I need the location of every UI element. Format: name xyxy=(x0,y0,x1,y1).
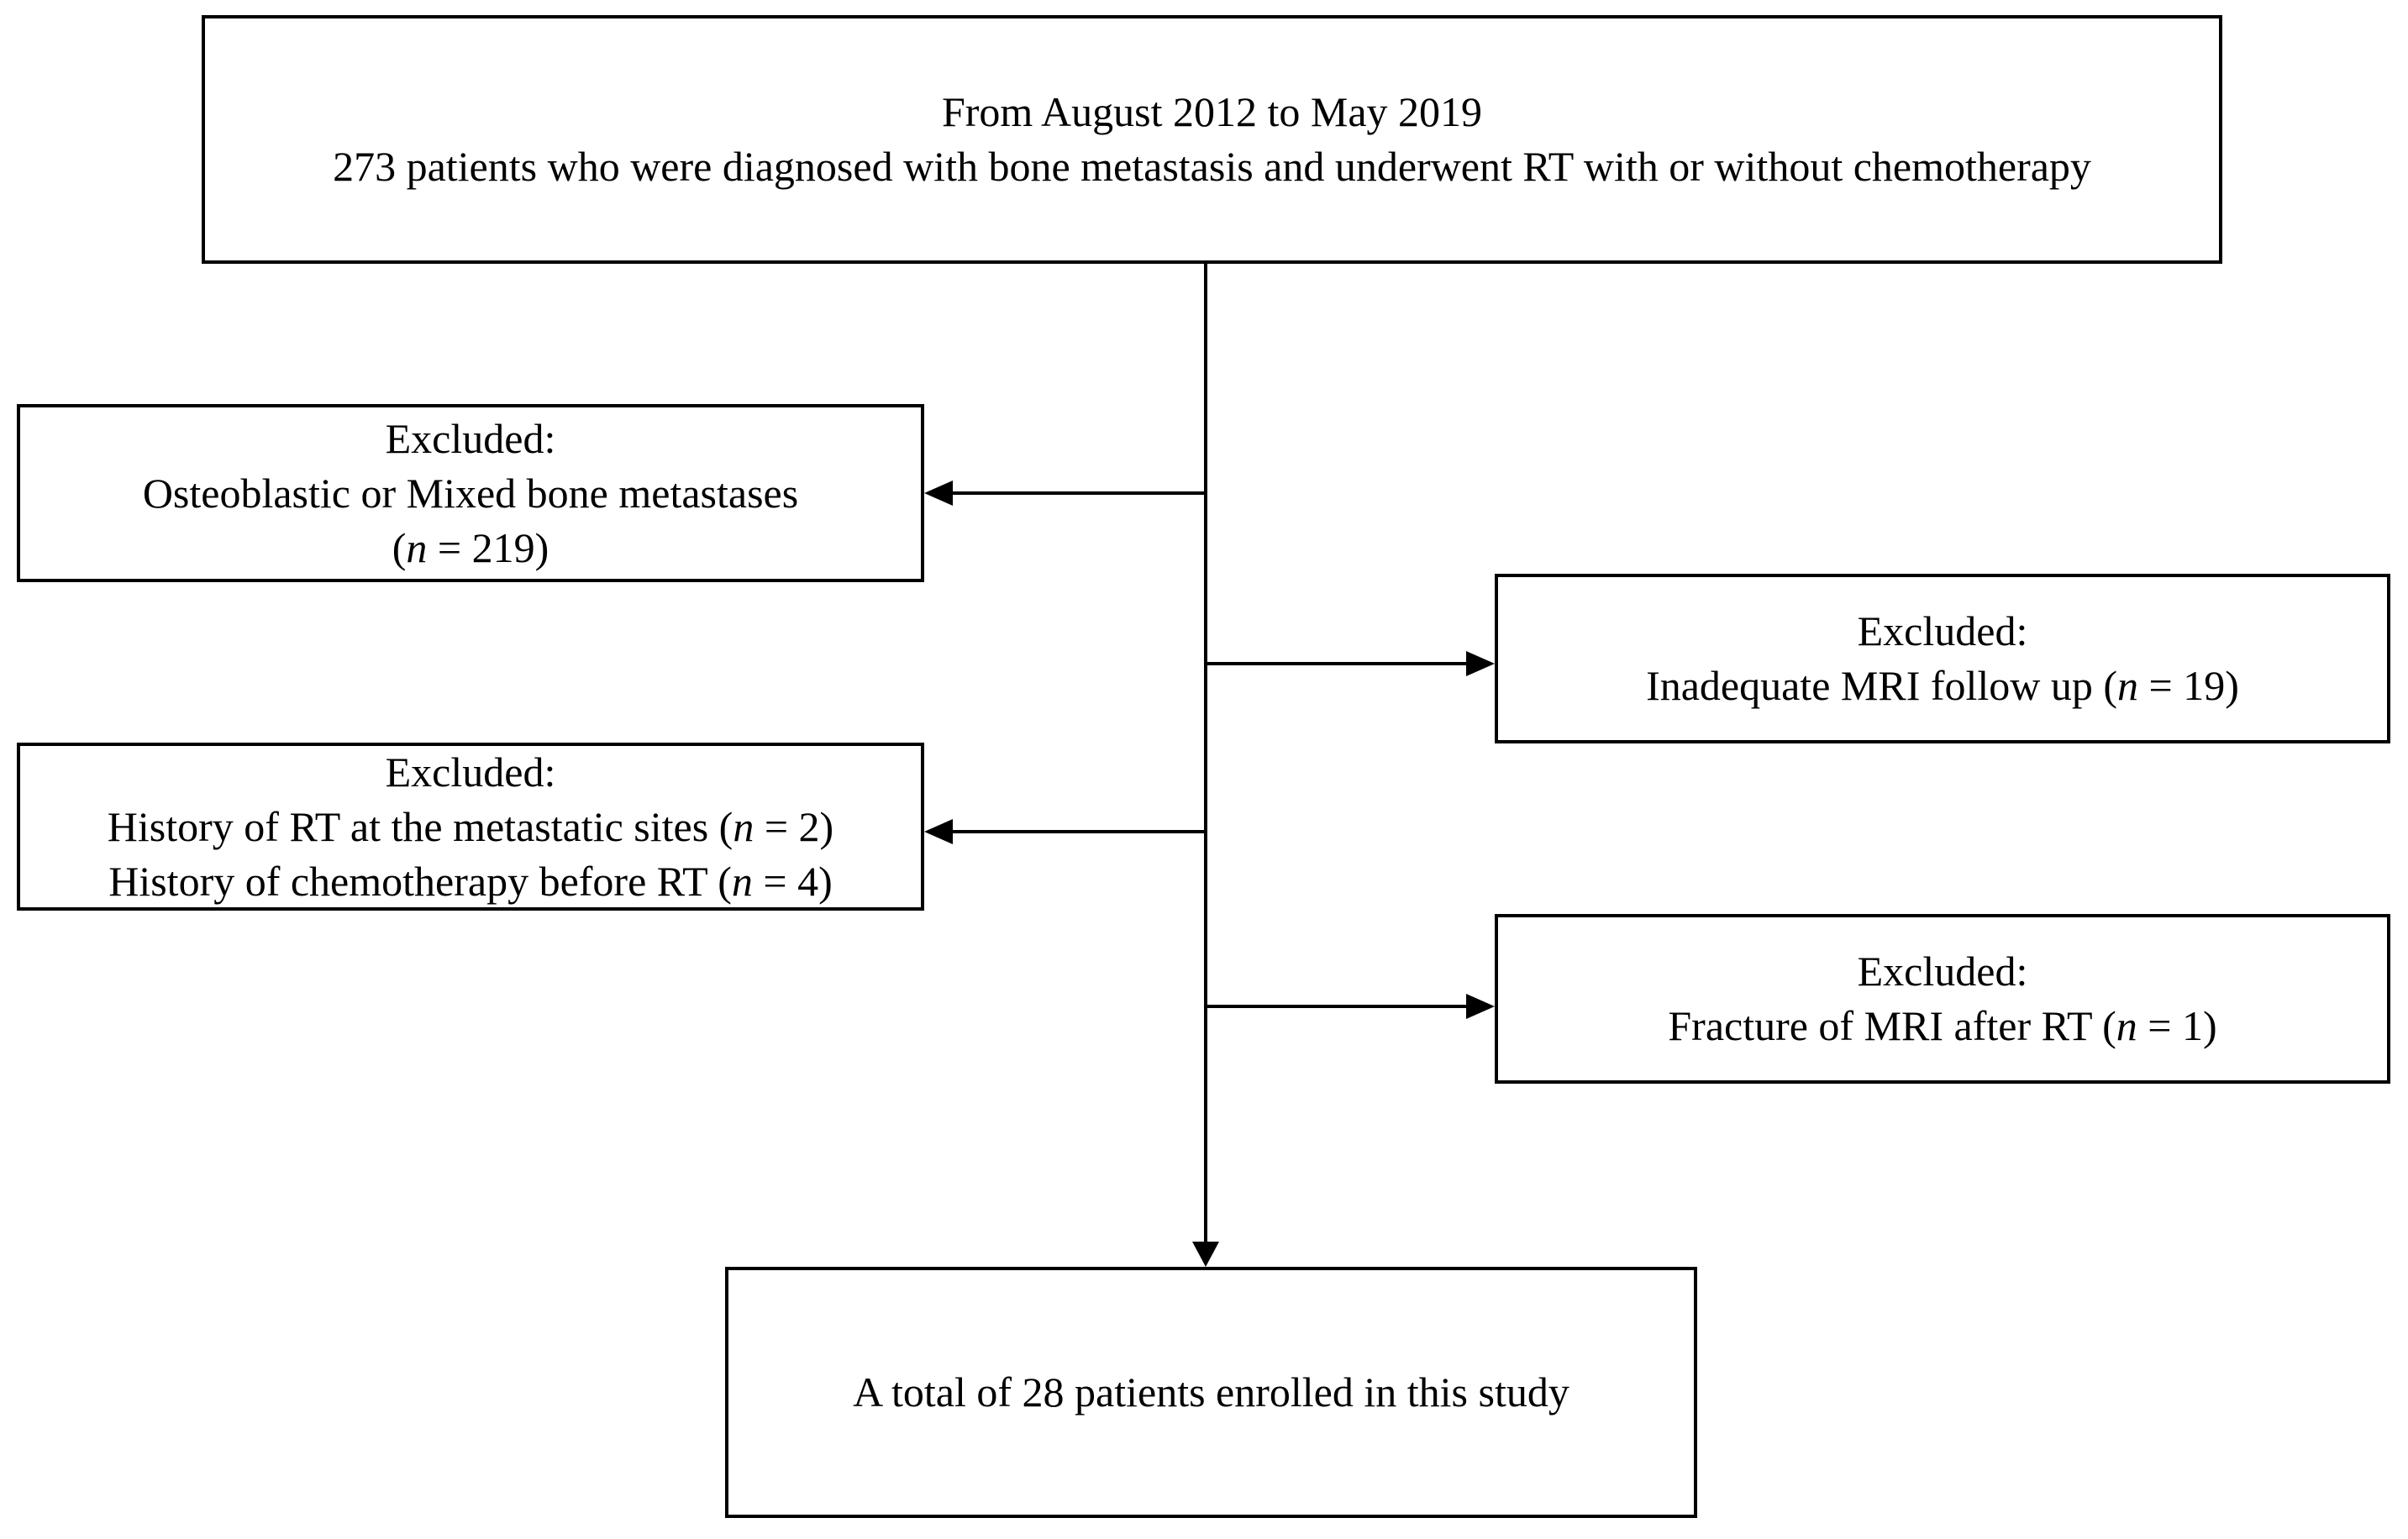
count-n-symbol: n xyxy=(406,523,428,571)
excluded-reason: Inadequate MRI follow up (n = 19) xyxy=(1646,659,2239,713)
excluded-reason-rt-history: History of RT at the metastatic sites (n… xyxy=(108,800,833,854)
excluded-heading: Excluded: xyxy=(385,748,556,796)
right-arrowhead-icon xyxy=(1466,651,1495,676)
reason-text: Inadequate MRI follow up ( xyxy=(1646,662,2118,709)
count-n-symbol: n xyxy=(733,802,754,850)
excluded-fracture-box: Excluded: Fracture of MRI after RT (n = … xyxy=(1495,914,2390,1084)
source-period-line: From August 2012 to May 2019 xyxy=(941,88,1483,135)
right-arrowhead-icon xyxy=(1466,994,1495,1019)
excluded-reason: Fracture of MRI after RT (n = 1) xyxy=(1668,999,2216,1053)
down-arrowhead-icon xyxy=(1192,1242,1219,1267)
reason-text: Fracture of MRI after RT ( xyxy=(1668,1002,2116,1049)
count-n-symbol: n xyxy=(2116,1002,2137,1049)
reason-text: History of chemotherapy before RT ( xyxy=(108,857,732,905)
excluded-heading: Excluded: xyxy=(1857,948,2028,995)
branch-line-prior-treatment xyxy=(953,830,1206,833)
excluded-mri-followup-box: Excluded: Inadequate MRI follow up (n = … xyxy=(1495,574,2390,743)
left-arrowhead-icon xyxy=(924,819,953,844)
excluded-heading: Excluded: xyxy=(1857,607,2028,654)
enrolled-patients-box: A total of 28 patients enrolled in this … xyxy=(725,1267,1697,1518)
excluded-count: (n = 219) xyxy=(392,521,549,575)
reason-text: History of RT at the metastatic sites ( xyxy=(107,802,733,850)
count-n-symbol: n xyxy=(2117,662,2139,709)
branch-line-mri-followup xyxy=(1204,662,1466,665)
excluded-prior-treatment-box: Excluded: History of RT at the metastati… xyxy=(17,743,924,911)
count-n-symbol: n xyxy=(731,857,753,905)
count-suffix: = 219) xyxy=(427,523,549,571)
left-arrowhead-icon xyxy=(924,481,953,506)
source-population-box: From August 2012 to May 2019 273 patient… xyxy=(202,15,2222,264)
count-suffix: = 4) xyxy=(752,857,833,905)
branch-line-fracture xyxy=(1204,1005,1466,1008)
count-suffix: = 1) xyxy=(2137,1002,2217,1049)
count-suffix: = 19) xyxy=(2138,662,2239,709)
excluded-reason-chemo-history: History of chemotherapy before RT (n = 4… xyxy=(108,854,833,909)
excluded-reason: Osteoblastic or Mixed bone metastases xyxy=(142,469,799,517)
count-prefix: ( xyxy=(392,523,407,571)
excluded-osteoblastic-box: Excluded: Osteoblastic or Mixed bone met… xyxy=(17,404,924,582)
source-population-line: 273 patients who were diagnosed with bon… xyxy=(333,143,2091,190)
main-flow-line xyxy=(1204,264,1207,1243)
excluded-heading: Excluded: xyxy=(385,414,556,462)
branch-line-osteoblastic xyxy=(953,491,1206,495)
enrolled-text: A total of 28 patients enrolled in this … xyxy=(853,1368,1569,1416)
count-suffix: = 2) xyxy=(754,802,834,850)
